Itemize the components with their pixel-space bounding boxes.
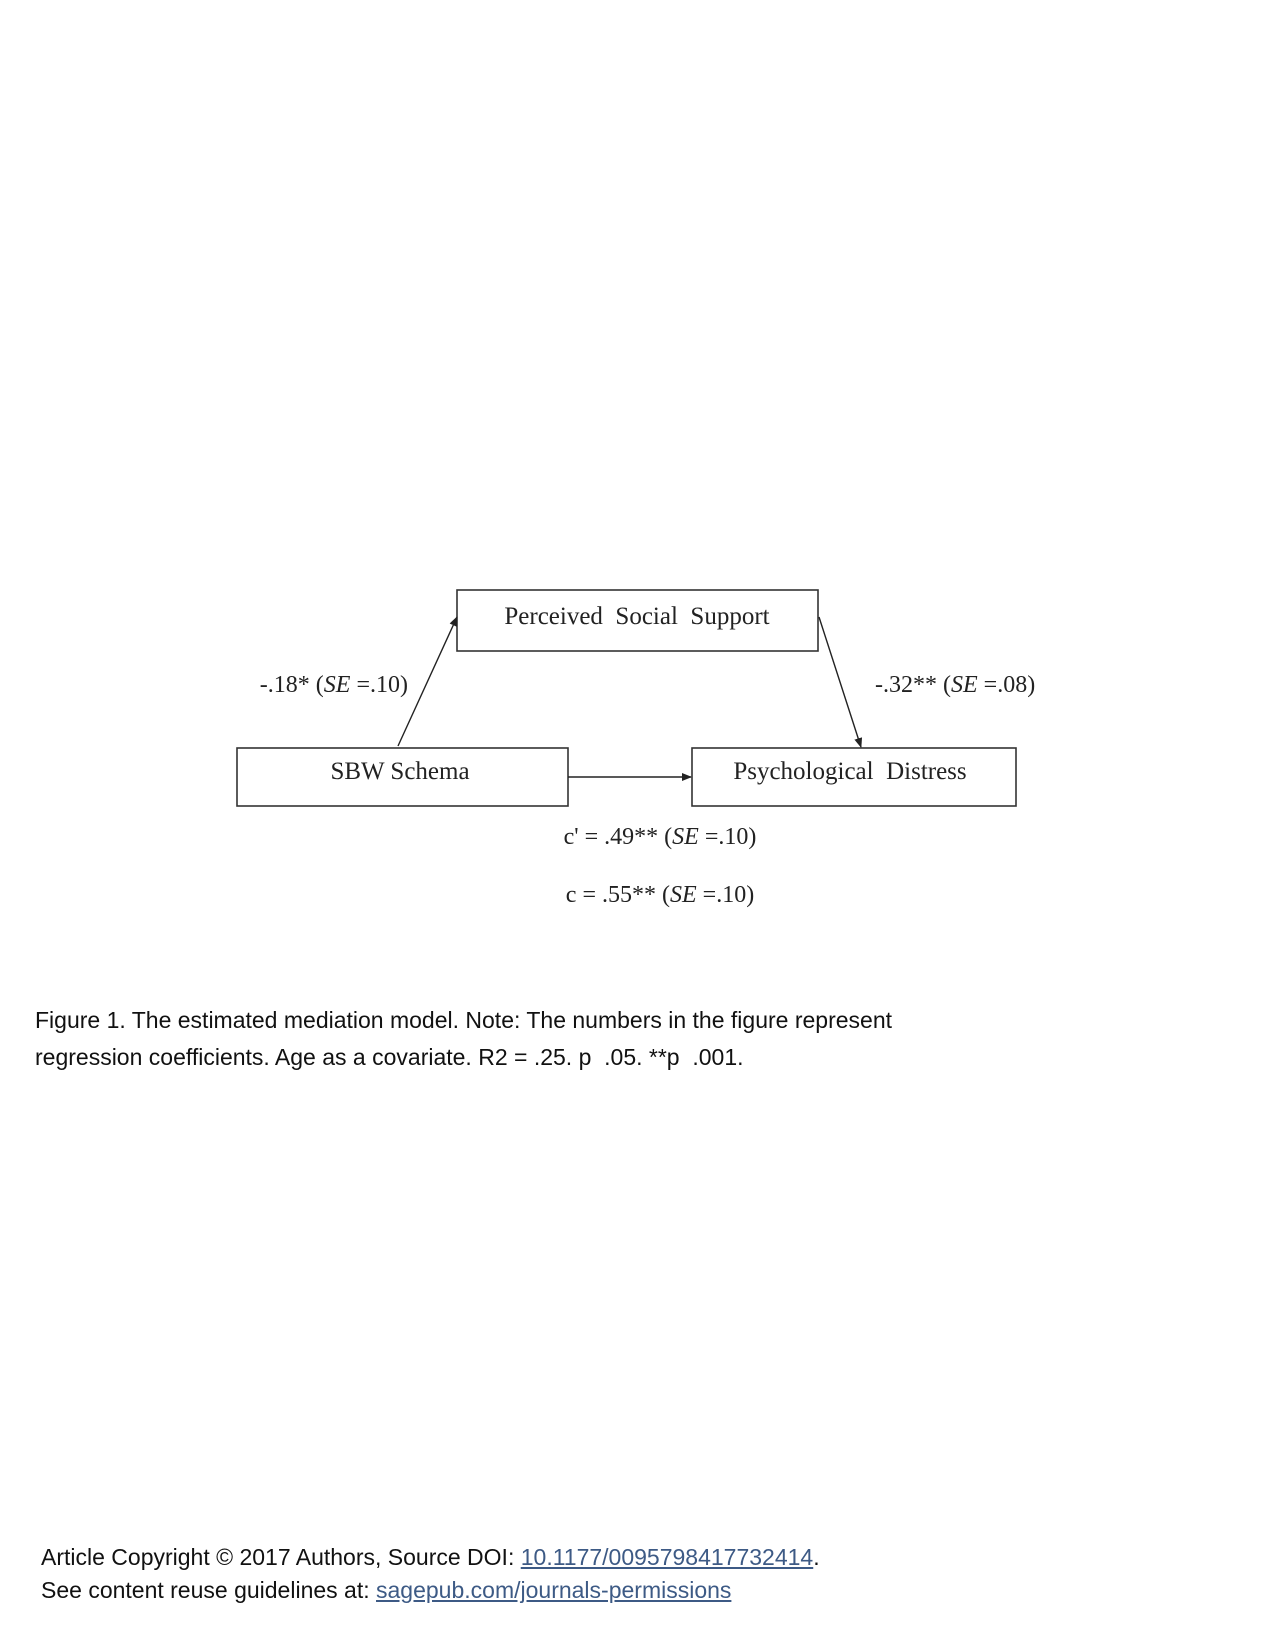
figure-caption: Figure 1. The estimated mediation model.… — [35, 1002, 1035, 1076]
path-b-arrow — [818, 616, 863, 748]
outcome-box — [691, 747, 1017, 807]
path-b-label: -.32** (SE =.08) — [875, 672, 1035, 698]
footer-line-1: Article Copyright © 2017 Authors, Source… — [41, 1541, 820, 1574]
caption-line-1: Figure 1. The estimated mediation model.… — [35, 1007, 892, 1033]
mediation-diagram: Perceived Social Support SBW Schema Psyc… — [236, 589, 1035, 908]
copyright-text: Article Copyright © 2017 Authors, Source… — [41, 1544, 521, 1570]
path-a-arrow — [397, 616, 458, 747]
path-a-label: -.18* (SE =.10) — [260, 672, 408, 698]
footer-line-2: See content reuse guidelines at: sagepub… — [41, 1574, 820, 1607]
predictor-label: SBW Schema — [330, 758, 469, 785]
path-c-prime-label: c' = .49** (SE =.10) — [564, 824, 757, 850]
mediator-label: Perceived Social Support — [504, 603, 769, 630]
permissions-link[interactable]: sagepub.com/journals-permissions — [376, 1577, 732, 1603]
copyright-footer: Article Copyright © 2017 Authors, Source… — [41, 1541, 820, 1607]
path-c-label: c = .55** (SE =.10) — [566, 882, 754, 908]
caption-line-2: regression coefficients. Age as a covari… — [35, 1044, 744, 1070]
doi-link[interactable]: 10.1177/0095798417732414 — [520, 1544, 814, 1570]
outcome-label: Psychological Distress — [733, 758, 966, 785]
reuse-text: See content reuse guidelines at: — [41, 1577, 377, 1603]
footer-period: . — [813, 1544, 820, 1570]
